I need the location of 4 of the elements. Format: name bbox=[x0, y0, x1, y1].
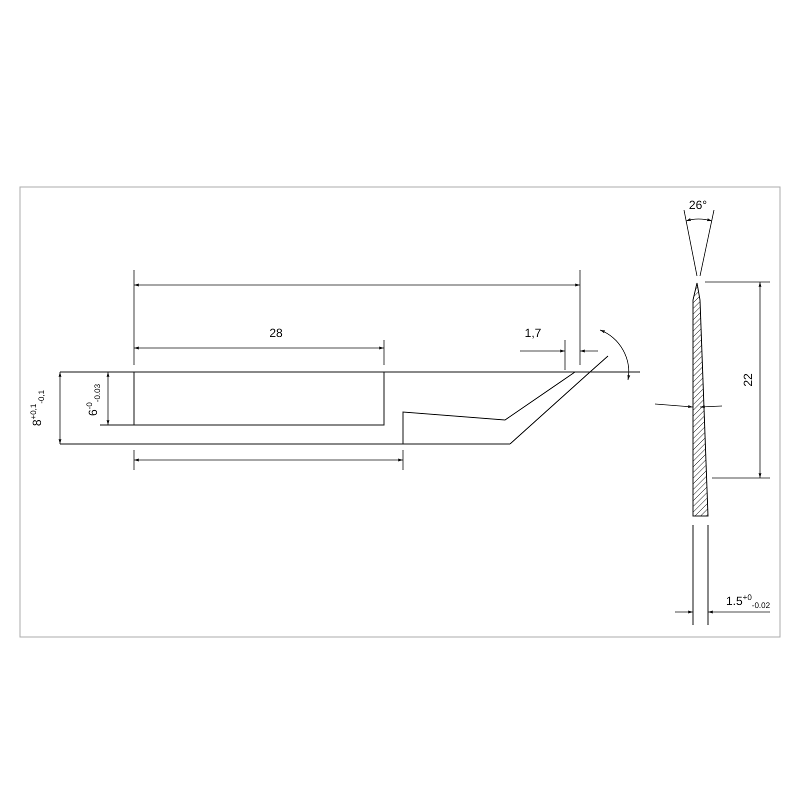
dimension-value: 1,7 bbox=[524, 327, 542, 339]
dimension-value: 26° bbox=[688, 199, 708, 211]
dimension-value: 28 bbox=[269, 327, 283, 339]
dimension-value: 22 bbox=[742, 373, 754, 387]
